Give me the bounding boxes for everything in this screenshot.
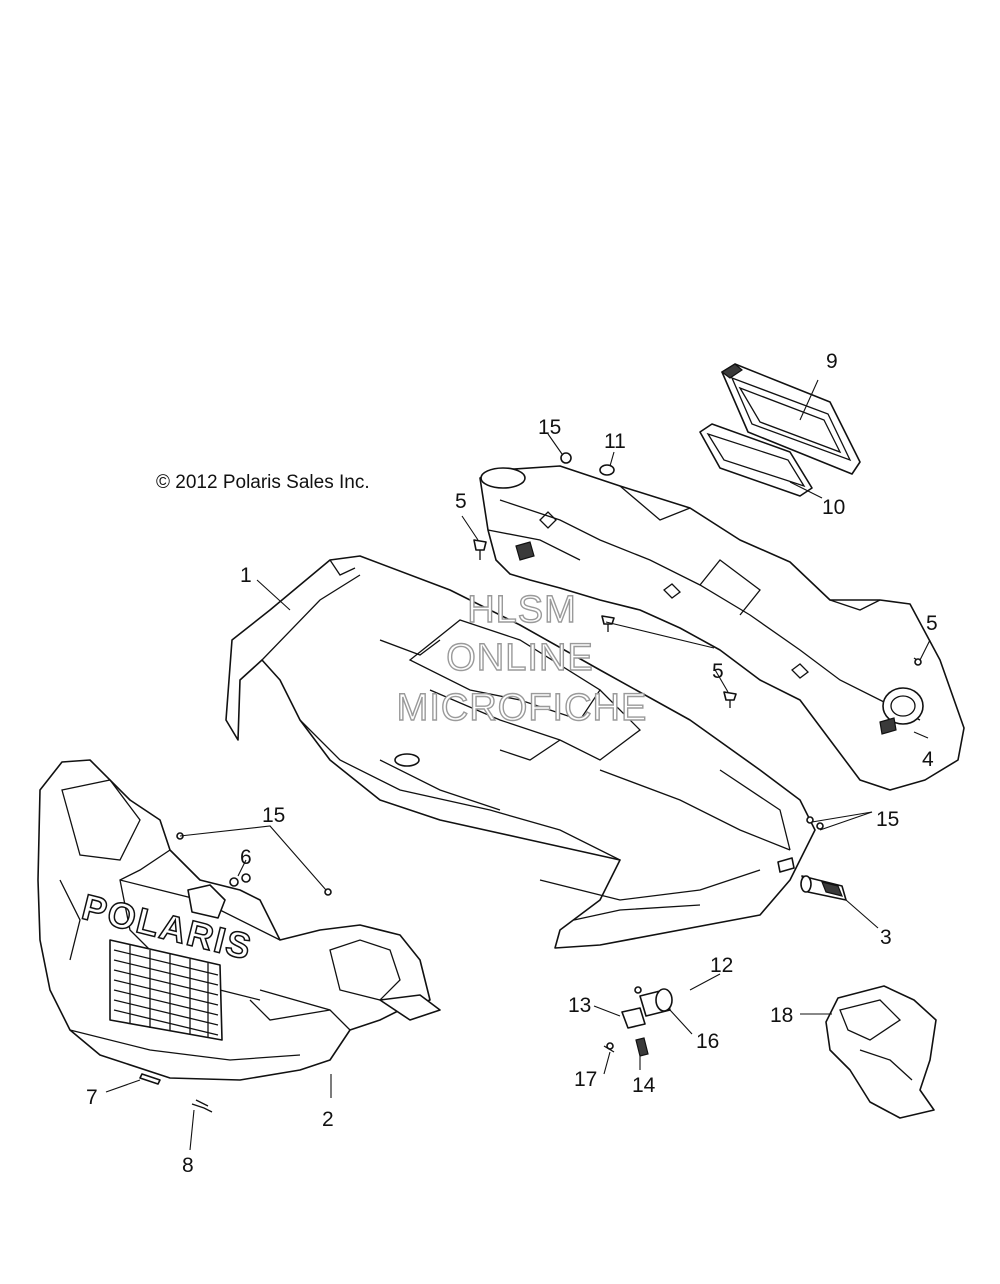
part-16-bushing — [639, 988, 673, 1017]
part-18-bracket — [825, 985, 937, 1119]
callout-4: 4 — [922, 748, 934, 771]
callout-2: 2 — [322, 1108, 334, 1131]
callout-6: 6 — [240, 846, 252, 869]
part-10-seal — [699, 423, 813, 497]
callout-10: 10 — [822, 496, 845, 519]
part-9-bezel — [720, 363, 861, 475]
callout-17: 17 — [574, 1068, 597, 1091]
callout-18: 18 — [770, 1004, 793, 1027]
callout-8: 8 — [182, 1154, 194, 1177]
part-13-clip — [621, 1007, 646, 1029]
watermark-line-1: HLSM — [467, 589, 577, 631]
callout-9: 9 — [826, 350, 838, 373]
leader-lines — [105, 379, 931, 1151]
watermark-line-2: ONLINE — [446, 637, 593, 679]
callout-16: 16 — [696, 1030, 719, 1053]
callout-3: 3 — [880, 926, 892, 949]
watermark-line-3: MICROFICHE — [397, 687, 648, 729]
part-8-clip — [191, 1099, 213, 1113]
callout-13: 13 — [568, 994, 591, 1017]
callout-15-a: 15 — [538, 416, 561, 439]
copyright-text: © 2012 Polaris Sales Inc. — [156, 472, 370, 493]
watermark: HLSM ONLINE MICROFICHE — [396, 588, 648, 729]
part-14-clip — [635, 1037, 649, 1057]
part-3-switch — [800, 875, 847, 901]
callout-14: 14 — [632, 1074, 656, 1097]
part-17-screw — [603, 1042, 615, 1053]
fasteners — [176, 452, 922, 994]
callout-15-b: 15 — [262, 804, 285, 827]
part-4-dash — [479, 465, 965, 791]
part-7-pin — [139, 1073, 161, 1085]
callout-5-c: 5 — [926, 612, 938, 635]
callout-7: 7 — [86, 1086, 98, 1109]
part-2-bumper: POLARIS — [37, 759, 441, 1081]
callout-11: 11 — [604, 430, 626, 453]
part-1-hood — [225, 555, 816, 949]
callout-1: 1 — [240, 564, 252, 587]
callout-5-a: 5 — [455, 490, 467, 513]
callout-15-c: 15 — [876, 808, 899, 831]
callout-labels: 1 2 3 4 5 5 5 5 6 7 8 9 10 11 12 13 14 1… — [86, 350, 938, 1177]
callout-5-b: 5 — [712, 660, 724, 683]
callout-12: 12 — [710, 954, 733, 977]
